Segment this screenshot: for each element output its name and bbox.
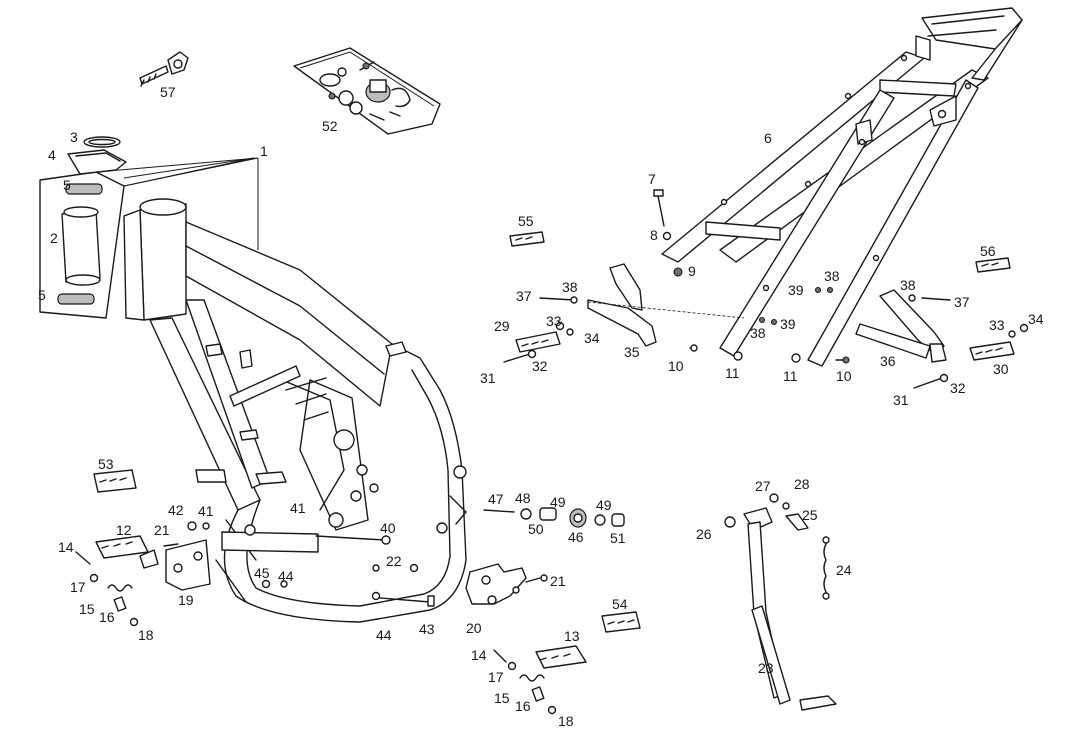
callout-39b: 39 — [780, 316, 796, 332]
callout-10b: 10 — [836, 368, 852, 384]
callout-27: 27 — [755, 478, 771, 494]
frame-bolts — [315, 535, 435, 607]
callout-46: 46 — [568, 529, 584, 545]
callout-15a: 15 — [79, 601, 95, 617]
callout-38b: 38 — [900, 277, 916, 293]
part-1-steering-head-kit — [39, 136, 259, 319]
callout-11a: 11 — [725, 365, 740, 381]
callout-5b: 5 — [38, 287, 46, 303]
callout-1: 1 — [260, 143, 268, 159]
callout-32b: 32 — [950, 380, 966, 396]
callout-3: 3 — [70, 129, 78, 145]
callout-30: 30 — [993, 361, 1009, 377]
callout-48: 48 — [515, 490, 531, 506]
callout-14a: 14 — [58, 539, 74, 555]
callout-52: 52 — [322, 118, 338, 134]
passenger-peg-group — [503, 231, 1029, 389]
callout-53: 53 — [98, 456, 114, 472]
part-52-lock-kit — [293, 47, 441, 135]
callout-15b: 15 — [494, 690, 510, 706]
callout-24: 24 — [836, 562, 852, 578]
callout-56: 56 — [980, 243, 996, 259]
callout-4: 4 — [48, 147, 56, 163]
callout-44a: 44 — [278, 568, 294, 584]
callout-37b: 37 — [954, 294, 970, 310]
callout-31a: 31 — [480, 370, 496, 386]
callout-37a: 37 — [516, 288, 532, 304]
left-footpeg-group — [75, 469, 288, 627]
callout-12: 12 — [116, 522, 132, 538]
right-footpeg-group — [465, 563, 641, 715]
callout-33b: 33 — [989, 317, 1005, 333]
callout-43: 43 — [419, 621, 435, 637]
callout-18b: 18 — [558, 713, 574, 729]
callout-33a: 33 — [546, 313, 562, 329]
callout-42: 42 — [168, 502, 184, 518]
callout-49b: 49 — [596, 497, 612, 513]
callout-19: 19 — [178, 592, 194, 608]
callout-10a: 10 — [668, 358, 684, 374]
callout-9: 9 — [688, 263, 696, 279]
callout-29: 29 — [494, 318, 510, 334]
callout-14b: 14 — [471, 647, 487, 663]
part-57-key — [139, 51, 189, 87]
callout-40: 40 — [380, 520, 396, 536]
callout-8: 8 — [650, 227, 658, 243]
callout-39a: 39 — [788, 282, 804, 298]
callout-5a: 5 — [63, 177, 71, 193]
callout-6: 6 — [764, 130, 772, 146]
callout-36: 36 — [880, 353, 896, 369]
callout-25: 25 — [802, 507, 818, 523]
callout-16b: 16 — [515, 698, 531, 714]
callout-17b: 17 — [488, 669, 504, 685]
part-6-rear-subframe — [661, 7, 1023, 367]
callout-45: 45 — [254, 565, 270, 581]
callout-labels: 1 2 3 4 5 5 6 7 8 9 10 10 11 11 12 13 14… — [38, 84, 1044, 729]
callout-26: 26 — [696, 526, 712, 542]
callout-22: 22 — [386, 553, 402, 569]
callout-55: 55 — [518, 213, 534, 229]
callout-20: 20 — [466, 620, 482, 636]
callout-21a: 21 — [154, 522, 170, 538]
callout-17a: 17 — [70, 579, 86, 595]
callout-41a: 41 — [198, 503, 214, 519]
callout-11b: 11 — [783, 368, 798, 384]
callout-50: 50 — [528, 521, 544, 537]
callout-44b: 44 — [376, 627, 392, 643]
leader-lines — [123, 157, 255, 187]
callout-23: 23 — [758, 660, 774, 676]
subframe-fasteners — [653, 189, 850, 364]
side-stand-group — [724, 493, 837, 711]
shock-mount-hardware — [483, 507, 625, 528]
callout-7: 7 — [648, 171, 656, 187]
callout-2: 2 — [50, 230, 58, 246]
callout-54: 54 — [612, 596, 628, 612]
callout-57: 57 — [160, 84, 176, 100]
callout-49a: 49 — [550, 494, 566, 510]
part-1-main-frame — [123, 198, 467, 623]
callout-13: 13 — [564, 628, 580, 644]
callout-41b: 41 — [290, 500, 306, 516]
callout-34b: 34 — [1028, 311, 1044, 327]
callout-38a: 38 — [562, 279, 578, 295]
callout-51: 51 — [610, 530, 626, 546]
callout-38c: 38 — [824, 268, 840, 284]
callout-32a: 32 — [532, 358, 548, 374]
callout-16a: 16 — [99, 609, 115, 625]
callout-35: 35 — [624, 344, 640, 360]
callout-28: 28 — [794, 476, 810, 492]
callout-38d: 38 — [750, 325, 766, 341]
callout-34a: 34 — [584, 330, 600, 346]
callout-47: 47 — [488, 491, 504, 507]
callout-18a: 18 — [138, 627, 154, 643]
callout-31b: 31 — [893, 392, 909, 408]
callout-21b: 21 — [550, 573, 566, 589]
